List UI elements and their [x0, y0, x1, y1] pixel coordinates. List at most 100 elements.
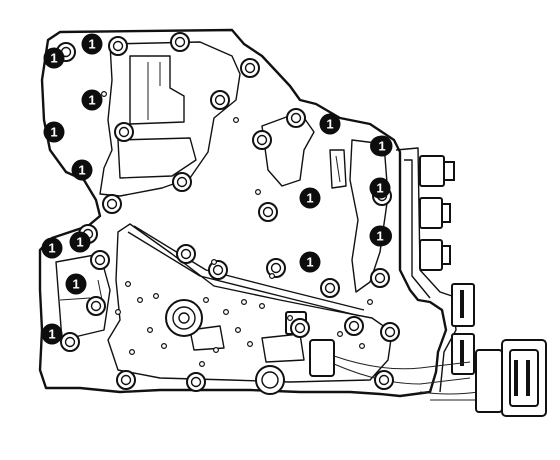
callout-marker: 1 — [71, 159, 93, 181]
callout-number: 1 — [306, 255, 313, 270]
bolt-boss — [210, 90, 230, 110]
callout-marker: 1 — [41, 237, 63, 259]
callout-number: 1 — [50, 51, 57, 66]
diagonal-tube — [127, 225, 365, 317]
small-hole — [147, 327, 154, 334]
callout-number: 1 — [78, 163, 85, 178]
bolt-boss — [170, 32, 190, 52]
bolt-boss — [90, 250, 110, 270]
bolt-boss — [380, 322, 400, 342]
small-hole — [161, 343, 168, 350]
small-hole — [233, 116, 240, 123]
callout-marker: 1 — [43, 121, 65, 143]
bolt-boss — [374, 370, 394, 390]
small-hole — [359, 343, 366, 350]
bolt-boss — [252, 130, 272, 150]
bolt-boss — [172, 172, 192, 192]
small-hole — [235, 327, 242, 334]
callout-marker: 1 — [299, 187, 321, 209]
solenoid-connector-1 — [419, 155, 455, 187]
small-hole — [153, 293, 160, 300]
bolt-boss — [344, 316, 364, 336]
upper-plate-channel-2 — [117, 137, 197, 179]
callout-number: 1 — [48, 241, 55, 256]
small-hole — [129, 349, 136, 356]
bolt-boss — [240, 58, 260, 78]
small-hole — [259, 303, 266, 310]
callout-number: 1 — [88, 93, 95, 108]
callout-number: 1 — [50, 125, 57, 140]
callout-group: 1 1 1 1 1 1 1 1 1 1 1 1 1 1 1 — [41, 33, 393, 345]
small-hole — [337, 331, 344, 338]
small-hole — [211, 259, 218, 266]
bolt-boss — [320, 278, 340, 298]
solenoid-connector-4 — [451, 283, 475, 327]
bolt-boss — [60, 332, 80, 352]
small-hole — [255, 189, 262, 196]
small-hole — [100, 90, 107, 97]
callout-number: 1 — [306, 191, 313, 206]
small-hole — [124, 281, 131, 288]
lower-center-pocket — [261, 333, 305, 363]
bolt-boss — [286, 108, 306, 128]
callout-marker: 1 — [371, 135, 393, 157]
connector-rail — [395, 147, 457, 393]
connector-rail-2 — [404, 159, 431, 299]
small-hole — [241, 299, 248, 306]
small-hole — [203, 297, 210, 304]
bolt-boss — [102, 194, 122, 214]
callout-marker: 1 — [369, 177, 391, 199]
bolt-boss — [186, 372, 206, 392]
bolt-boss — [290, 318, 310, 338]
callout-marker: 1 — [299, 251, 321, 273]
small-hole — [213, 347, 220, 354]
lower-center-pocket-2 — [189, 325, 225, 351]
bolt-boss — [266, 258, 286, 278]
small-hole — [247, 341, 254, 348]
small-hole — [223, 309, 230, 316]
callout-marker: 1 — [65, 273, 87, 295]
callout-marker: 1 — [41, 323, 63, 345]
bolt-boss — [108, 36, 128, 56]
bolt-boss — [208, 260, 228, 280]
callout-marker: 1 — [369, 225, 391, 247]
lower-bore — [255, 365, 285, 395]
center-slot — [335, 155, 341, 183]
bolt-boss — [258, 202, 278, 222]
bolt-boss — [86, 296, 106, 316]
small-hole — [137, 297, 144, 304]
center-passage-2 — [329, 149, 347, 189]
small-hole — [269, 273, 276, 280]
harness-plug — [475, 339, 547, 417]
main-bore — [165, 299, 203, 337]
callout-number: 1 — [326, 117, 333, 132]
right-passage — [349, 139, 389, 293]
callout-marker: 1 — [69, 231, 91, 253]
upper-plate-rib — [147, 62, 161, 120]
small-hole — [199, 361, 206, 368]
callout-number: 1 — [72, 277, 79, 292]
callout-marker: 1 — [81, 89, 103, 111]
small-hole-group — [100, 90, 374, 368]
callout-number: 1 — [378, 139, 385, 154]
callout-marker: 1 — [319, 113, 341, 135]
solenoid-connector-2 — [419, 197, 451, 229]
bolt-boss — [370, 268, 390, 288]
bolt-boss — [176, 244, 196, 264]
bolt-boss — [114, 122, 134, 142]
bolt-boss — [116, 370, 136, 390]
callout-number: 1 — [376, 229, 383, 244]
callout-number: 1 — [88, 37, 95, 52]
callout-marker: 1 — [43, 47, 65, 69]
lower-plate-outline — [107, 223, 393, 383]
callout-marker: 1 — [81, 33, 103, 55]
callout-number: 1 — [48, 327, 55, 342]
small-hole — [367, 299, 374, 306]
solenoid-connector-5 — [451, 333, 475, 375]
callout-number: 1 — [376, 181, 383, 196]
callout-number: 1 — [76, 235, 83, 250]
small-hole — [287, 315, 294, 322]
small-hole — [114, 309, 121, 316]
